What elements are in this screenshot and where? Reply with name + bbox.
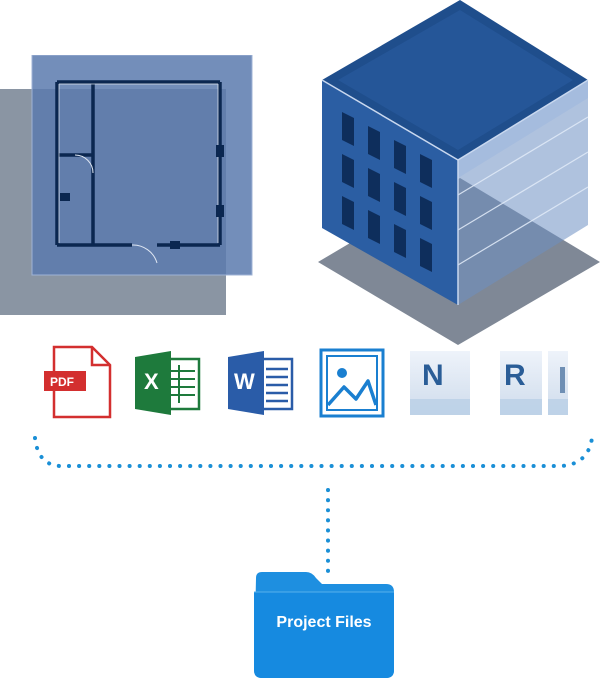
dotted-connector [33,436,594,582]
excel-icon: X [133,345,203,420]
revit-icon: R [498,345,568,420]
project-files-folder: Project Files [252,570,396,680]
folder-icon [254,572,394,678]
pdf-icon-label: PDF [50,375,74,389]
word-icon: W [226,345,296,420]
word-icon-label: W [234,369,255,394]
folder-label: Project Files [276,614,372,631]
building-windows [342,112,432,272]
floor-plan-drawing [0,55,253,315]
revit-icon-label: R [504,359,526,392]
navisworks-icon: N [408,345,478,420]
building-model [318,0,600,345]
pdf-icon: PDF [42,345,112,420]
image-icon [318,345,388,420]
excel-icon-label: X [144,369,159,394]
navisworks-icon-label: N [422,359,444,392]
floor-plan-sheet [32,55,252,275]
